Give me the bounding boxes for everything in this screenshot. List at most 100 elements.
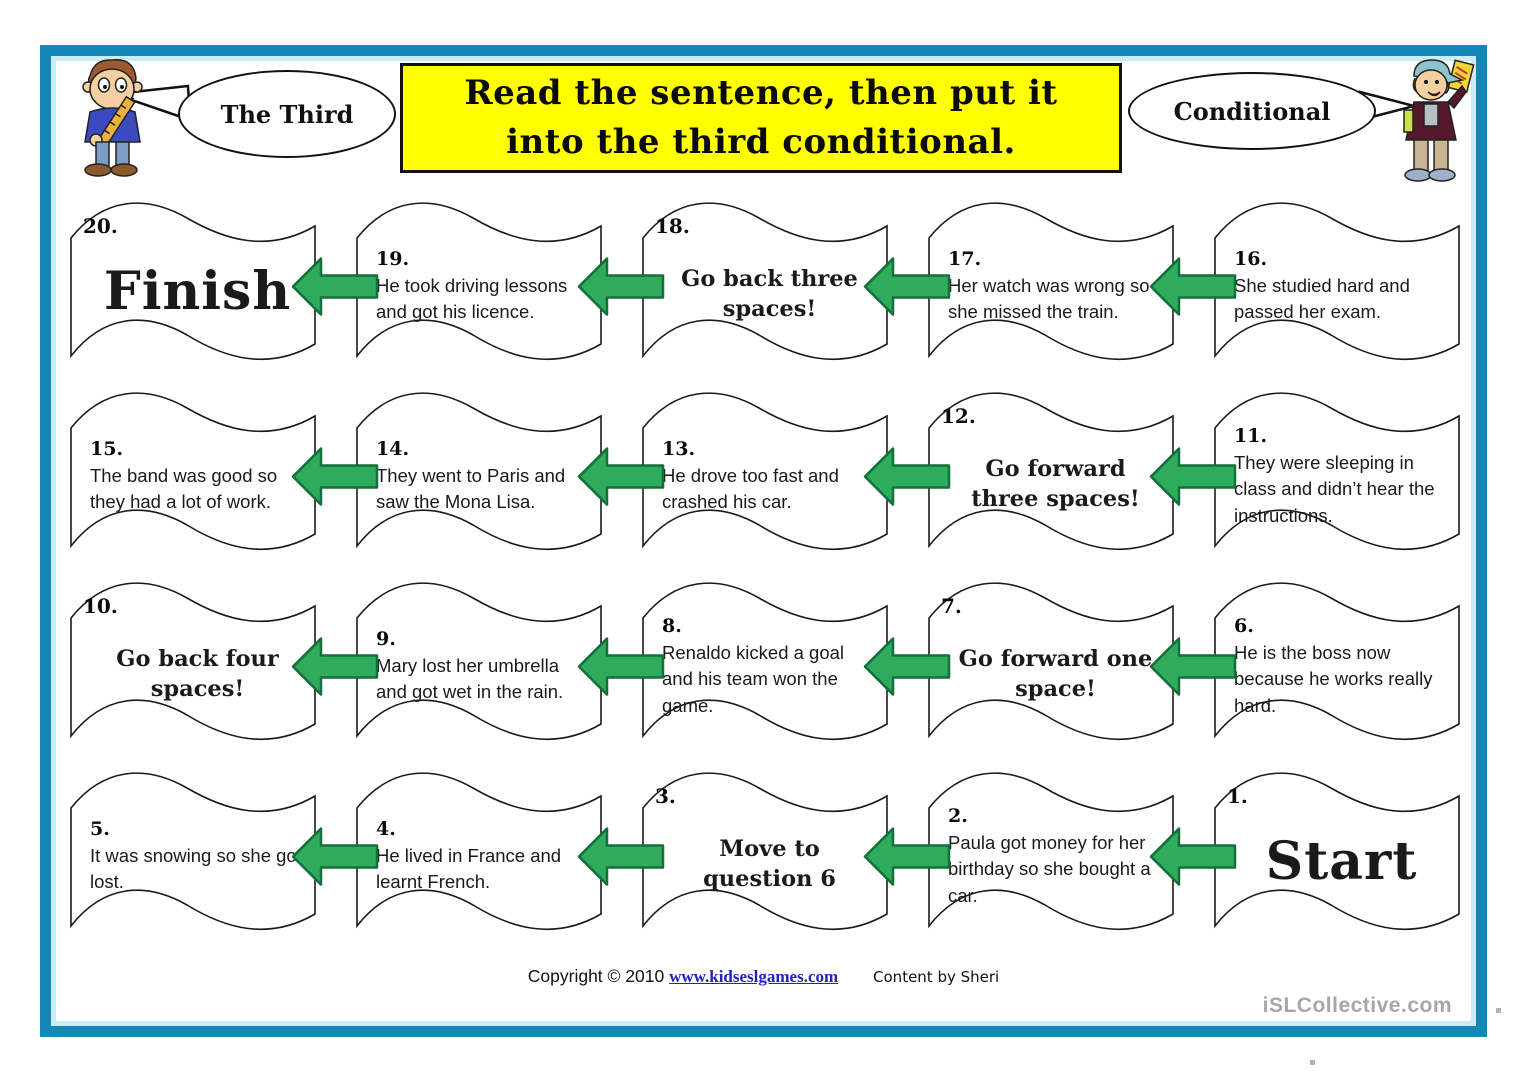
cell-number: 19. bbox=[376, 248, 410, 271]
instruction-title: Read the sentence, then put it into the … bbox=[400, 63, 1122, 173]
wave-flag-shape bbox=[1214, 582, 1460, 741]
stray-dot bbox=[1310, 1060, 1315, 1065]
cell-text: Her watch was wrong so she missed the tr… bbox=[948, 275, 1150, 323]
arrow-left-icon bbox=[291, 257, 379, 316]
cell-number: 12. bbox=[941, 404, 976, 428]
cell-content: 7. Go forward one space! bbox=[921, 572, 1179, 756]
wave-flag-shape bbox=[70, 392, 316, 551]
kidseslgames-link[interactable]: www.kidseslgames.com bbox=[669, 967, 839, 986]
board-cell-16: 16. She studied hard and passed her exam… bbox=[1149, 192, 1465, 376]
board-cell-8: 8. Renaldo kicked a goal and his team wo… bbox=[577, 572, 893, 756]
cell-number: 16. bbox=[1234, 248, 1268, 271]
arrow-left-icon bbox=[1149, 637, 1237, 696]
arrow-left-icon bbox=[291, 637, 379, 696]
cell-number: 2. bbox=[948, 805, 968, 828]
cell-text: They went to Paris and saw the Mona Lisa… bbox=[376, 465, 566, 513]
cell-content: 15. The band was good so they had a lot … bbox=[63, 382, 321, 566]
arrow-left-icon bbox=[863, 637, 951, 696]
arrow-left-icon bbox=[577, 257, 665, 316]
board-cell-20: 20. Finish bbox=[63, 192, 321, 376]
wave-flag-shape bbox=[928, 772, 1174, 931]
cell-number: 8. bbox=[662, 615, 682, 638]
cell-number: 11. bbox=[1234, 425, 1268, 448]
arrow-left-icon bbox=[863, 827, 951, 886]
cell-content: 14. They went to Paris and saw the Mona … bbox=[349, 382, 607, 566]
cell-content: 3. Move to question 6 bbox=[635, 762, 893, 946]
cell-text: Go forward one space! bbox=[958, 645, 1153, 702]
cell-content: 1. Start bbox=[1207, 762, 1465, 946]
cell-text: She studied hard and passed her exam. bbox=[1234, 275, 1410, 323]
wave-flag-shape bbox=[356, 772, 602, 931]
board-cell-2: 2. Paula got money for her birthday so s… bbox=[863, 762, 1179, 946]
board-cell-15: 15. The band was good so they had a lot … bbox=[63, 382, 321, 566]
wave-flag-shape bbox=[928, 392, 1174, 551]
arrow-left-icon bbox=[863, 447, 951, 506]
arrow-left-icon bbox=[291, 447, 379, 506]
cell-text: It was snowing so she got lost. bbox=[90, 845, 302, 893]
speech-bubble-left: The Third bbox=[178, 70, 396, 158]
cell-number: 3. bbox=[655, 784, 676, 808]
cell-content: 2. Paula got money for her birthday so s… bbox=[921, 762, 1179, 946]
wave-flag-shape bbox=[642, 202, 888, 361]
speech-bubble-right-text: Conditional bbox=[1173, 96, 1331, 126]
cell-text: Finish bbox=[103, 260, 292, 322]
cell-text: Paula got money for her birthday so she … bbox=[948, 832, 1151, 906]
cell-content: 4. He lived in France and learnt French. bbox=[349, 762, 607, 946]
cell-number: 6. bbox=[1234, 615, 1254, 638]
islcollective-watermark: iSLCollective.com bbox=[1262, 994, 1452, 1017]
instruction-line-2: into the third conditional. bbox=[506, 122, 1016, 162]
cell-number: 14. bbox=[376, 438, 410, 461]
cell-number: 17. bbox=[948, 248, 982, 271]
board-cell-6: 6. He is the boss now because he works r… bbox=[1149, 572, 1465, 756]
board-cell-14: 14. They went to Paris and saw the Mona … bbox=[291, 382, 607, 566]
arrow-left-icon bbox=[291, 827, 379, 886]
board-cell-11: 11. They were sleeping in class and didn… bbox=[1149, 382, 1465, 566]
cell-content: 11. They were sleeping in class and didn… bbox=[1207, 382, 1465, 566]
board-cell-10: 10. Go back four spaces! bbox=[63, 572, 321, 756]
cell-text: Move to question 6 bbox=[703, 835, 836, 892]
arrow-left-icon bbox=[577, 827, 665, 886]
cell-content: 19. He took driving lessons and got his … bbox=[349, 192, 607, 376]
cell-content: 12. Go forward three spaces! bbox=[921, 382, 1179, 566]
cell-text: He drove too fast and crashed his car. bbox=[662, 465, 839, 513]
arrow-left-icon bbox=[1149, 447, 1237, 506]
cell-text: Mary lost her umbrella and got wet in th… bbox=[376, 655, 564, 703]
wave-flag-shape bbox=[1214, 772, 1460, 931]
arrow-left-icon bbox=[863, 257, 951, 316]
wave-flag-shape bbox=[356, 202, 602, 361]
footer: Copyright © 2010 www.kidseslgames.com Co… bbox=[0, 966, 1527, 987]
cell-number: 1. bbox=[1227, 784, 1248, 808]
cell-content: 5. It was snowing so she got lost. bbox=[63, 762, 321, 946]
wave-flag-shape bbox=[928, 582, 1174, 741]
board-cell-4: 4. He lived in France and learnt French. bbox=[291, 762, 607, 946]
cell-number: 15. bbox=[90, 438, 124, 461]
game-board: 20. Finish 19. He took driving lessons a… bbox=[63, 192, 1465, 946]
credit-text: Content by Sheri bbox=[873, 968, 1000, 986]
cell-content: 10. Go back four spaces! bbox=[63, 572, 321, 756]
wave-flag-shape bbox=[642, 582, 888, 741]
copyright-text: Copyright © 2010 bbox=[527, 966, 665, 986]
cell-content: 20. Finish bbox=[63, 192, 321, 376]
instruction-line-1: Read the sentence, then put it bbox=[464, 72, 1058, 113]
arrow-left-icon bbox=[1149, 257, 1237, 316]
cell-text: Go forward three spaces! bbox=[971, 455, 1140, 512]
cell-text: He took driving lessons and got his lice… bbox=[376, 275, 568, 323]
cell-content: 6. He is the boss now because he works r… bbox=[1207, 572, 1465, 756]
arrow-left-icon bbox=[577, 447, 665, 506]
cell-text: Go back four spaces! bbox=[116, 645, 279, 702]
wave-flag-shape bbox=[70, 772, 316, 931]
arrow-left-icon bbox=[1149, 827, 1237, 886]
board-cell-18: 18. Go back three spaces! bbox=[577, 192, 893, 376]
wave-flag-shape bbox=[928, 202, 1174, 361]
board-cell-19: 19. He took driving lessons and got his … bbox=[291, 192, 607, 376]
wave-flag-shape bbox=[1214, 202, 1460, 361]
cell-number: 9. bbox=[376, 628, 396, 651]
board-cell-5: 5. It was snowing so she got lost. bbox=[63, 762, 321, 946]
board-cell-12: 12. Go forward three spaces! bbox=[863, 382, 1179, 566]
board-cell-9: 9. Mary lost her umbrella and got wet in… bbox=[291, 572, 607, 756]
cell-text: The band was good so they had a lot of w… bbox=[90, 465, 278, 513]
cell-number: 4. bbox=[376, 818, 396, 841]
wave-flag-shape bbox=[642, 392, 888, 551]
cell-number: 18. bbox=[655, 214, 690, 238]
wave-flag-shape bbox=[356, 582, 602, 741]
